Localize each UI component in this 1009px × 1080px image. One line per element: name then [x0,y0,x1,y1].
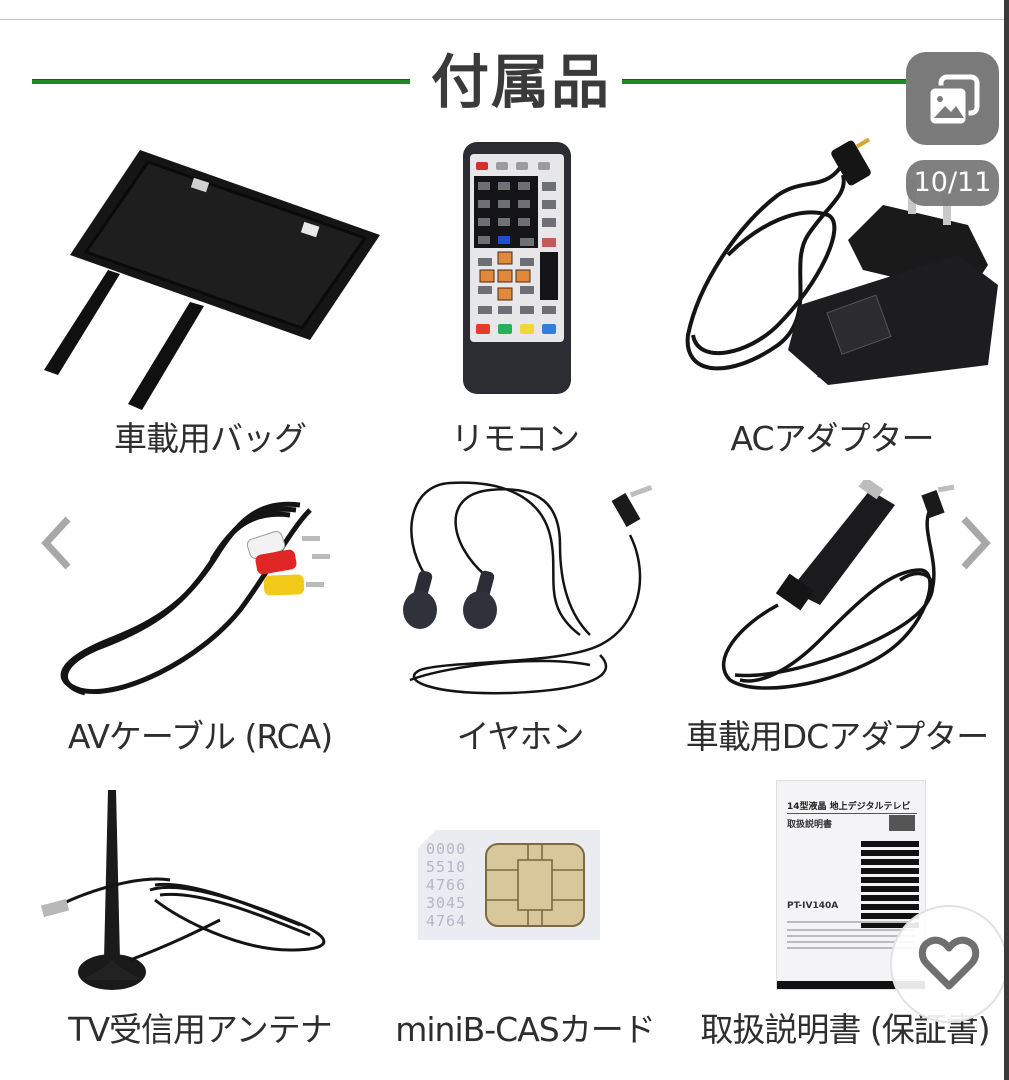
earphones-image [403,481,653,695]
accessory-label: AVケーブル (RCA) [67,717,333,756]
manual-model: PT-IV140A [787,901,839,911]
section-title: 付属品 [430,48,611,116]
section-heading: 付属品 [0,42,1004,122]
cas-card-image: 0000 5510 4766 3045 4764 [418,830,600,940]
cas-number: 3045 [426,894,467,912]
previous-image-button[interactable] [32,508,80,578]
accessory-item-minib-cas-card: 0000 5510 4766 3045 4764 miniB-CASカード [360,775,690,1075]
accessory-item-earphones: イヤホン [370,470,670,760]
tv-antenna-image [40,790,326,990]
accessory-item-instruction-manual: 14型液晶 地上デジタルテレビ 取扱説明書 PT-IV140A 取扱説明書 (保… [680,775,1009,1075]
manual-image: 14型液晶 地上デジタルテレビ 取扱説明書 PT-IV140A [776,780,926,990]
heart-outline-icon [918,936,980,990]
view-all-images-button[interactable] [906,52,999,145]
favorite-button[interactable] [890,905,1008,1023]
accessory-label: TV受信用アンテナ [68,1010,332,1049]
ac-adapter-image [685,137,998,385]
cas-number: 4764 [426,912,467,930]
accessory-item-av-cable: AVケーブル (RCA) [20,470,380,760]
accessory-label: リモコン [451,419,580,458]
image-counter-badge: 10/11 [906,160,999,206]
accessory-label: イヤホン [456,717,584,756]
cas-number: 5510 [426,858,467,876]
cas-number: 4766 [426,876,467,894]
accessory-item-remote: リモコン [360,130,670,460]
next-image-button[interactable] [952,508,1000,578]
manual-subtitle: 取扱説明書 [787,820,833,830]
accessory-item-ac-adapter: ACアダプター [660,130,1004,460]
accessory-item-tv-antenna: TV受信用アンテナ [20,775,380,1075]
right-scroll-edge [1004,0,1009,1080]
accessory-label: 車載用バッグ [114,419,307,458]
top-divider [0,19,1009,20]
accessory-item-car-dc-adapter: 車載用DCアダプター [670,470,1004,760]
accessory-item-car-bag: 車載用バッグ [20,130,400,460]
chevron-right-icon [961,516,991,570]
heading-rule-right [622,79,940,84]
av-cable-image [60,501,330,696]
car-dc-adapter-image [722,480,955,690]
accessory-label: ACアダプター [730,419,934,458]
heading-rule-left [32,79,410,84]
car-bag-image [44,150,380,410]
cas-card-numbers: 0000 5510 4766 3045 4764 [426,840,486,930]
cas-number: 0000 [426,840,467,858]
image-stack-icon [927,74,979,126]
chevron-left-icon [41,516,71,570]
manual-title: 14型液晶 地上デジタルテレビ [787,802,911,812]
accessory-label: miniB-CASカード [395,1010,656,1049]
remote-image [463,142,571,394]
accessory-label: 車載用DCアダプター [685,717,989,756]
